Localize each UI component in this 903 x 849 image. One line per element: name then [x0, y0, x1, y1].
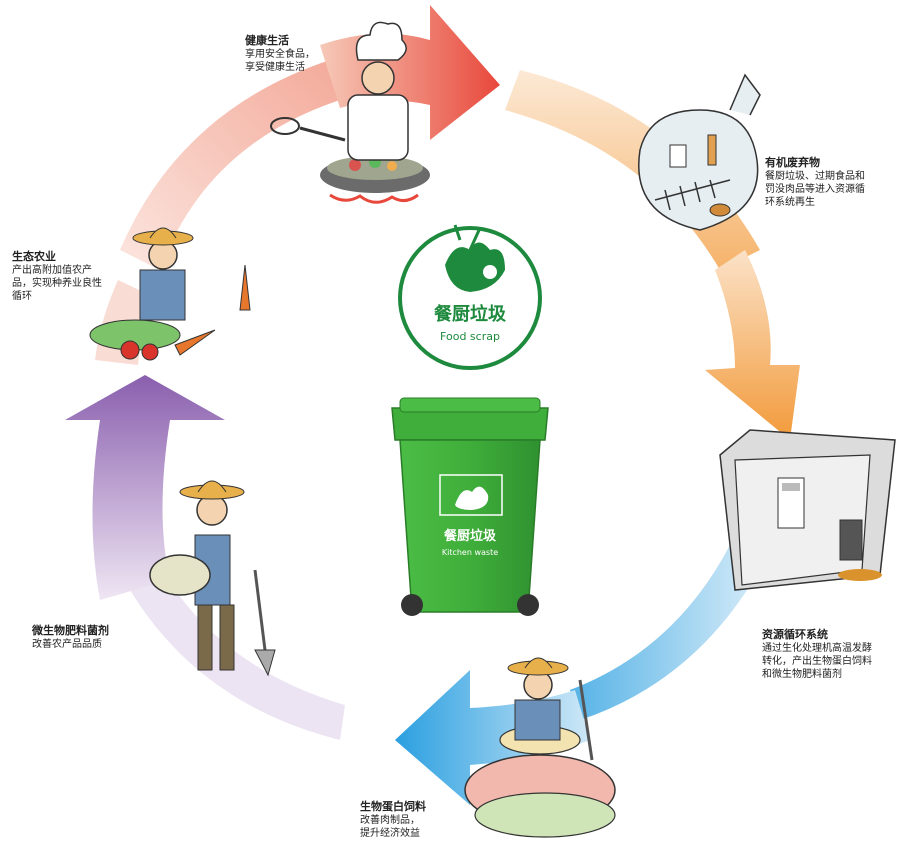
- arrow-arc-upper-left: [120, 60, 340, 270]
- label-eco-agriculture: 生态农业 产出高附加值农产 品，实现种养业良性 循环: [12, 250, 132, 303]
- label-eco-agriculture-title: 生态农业: [12, 250, 56, 263]
- label-resource-cycle-title: 资源循环系统: [762, 628, 828, 641]
- label-bio-feed-title: 生物蛋白饲料: [360, 800, 426, 813]
- arrow-orange-right: [705, 250, 800, 440]
- bin-text-en: Kitchen waste: [442, 548, 498, 557]
- farmer-vegetables-illustration: [89, 227, 251, 361]
- label-healthy-life-line1: 享用安全食品，: [245, 49, 315, 60]
- label-resource-cycle-line2: 转化，产出生物蛋白饲料: [762, 656, 872, 667]
- label-healthy-life-line2: 享受健康生活: [245, 62, 305, 73]
- label-resource-cycle: 资源循环系统 通过生化处理机高温发酵 转化，产出生物蛋白饲料 和微生物肥料菌剂: [762, 628, 900, 681]
- processing-machine-illustration: [719, 429, 896, 591]
- label-healthy-life: 健康生活 享用安全食品， 享受健康生活: [245, 34, 365, 74]
- label-bio-feed-line2: 提升经济效益: [360, 828, 420, 839]
- label-organic-waste-title: 有机废弃物: [765, 156, 820, 169]
- label-eco-agriculture-line3: 循环: [12, 291, 32, 302]
- label-organic-waste-line3: 环系统再生: [765, 197, 815, 208]
- label-healthy-life-title: 健康生活: [245, 34, 289, 47]
- label-organic-waste: 有机废弃物 餐厨垃圾、过期食品和 罚没肉品等进入资源循 环系统再生: [765, 156, 900, 209]
- arrow-arc-lower-left: [130, 575, 345, 740]
- arrow-arc-lower-right: [570, 545, 765, 720]
- label-microbe-fertilizer-line1: 改善农产品品质: [32, 639, 102, 650]
- label-resource-cycle-line1: 通过生化处理机高温发酵: [762, 643, 872, 654]
- label-microbe-fertilizer: 微生物肥料菌剂 改善农产品品质: [32, 624, 162, 651]
- label-organic-waste-line1: 餐厨垃圾、过期食品和: [765, 171, 865, 182]
- label-bio-feed: 生物蛋白饲料 改善肉制品， 提升经济效益: [360, 800, 470, 840]
- label-bio-feed-line1: 改善肉制品，: [360, 815, 420, 826]
- food-scrap-logo: [398, 224, 542, 370]
- farmer-sack-illustration: [149, 480, 276, 677]
- bin-text-cn: 餐厨垃圾: [443, 528, 497, 544]
- chef-illustration: [270, 21, 430, 204]
- label-eco-agriculture-line1: 产出高附加值农产: [12, 265, 92, 276]
- logo-text-cn: 餐厨垃圾: [433, 303, 507, 325]
- green-trash-bin: [391, 397, 549, 616]
- label-resource-cycle-line3: 和微生物肥料菌剂: [762, 669, 842, 680]
- farmer-animals-illustration: [464, 657, 616, 838]
- logo-text-en: Food scrap: [440, 330, 500, 343]
- label-eco-agriculture-line2: 品，实现种养业良性: [12, 278, 102, 289]
- label-organic-waste-line2: 罚没肉品等进入资源循: [765, 184, 865, 195]
- label-microbe-fertilizer-title: 微生物肥料菌剂: [32, 624, 109, 637]
- arrow-purple-left: [65, 375, 225, 600]
- waste-bag-illustration: [638, 73, 761, 231]
